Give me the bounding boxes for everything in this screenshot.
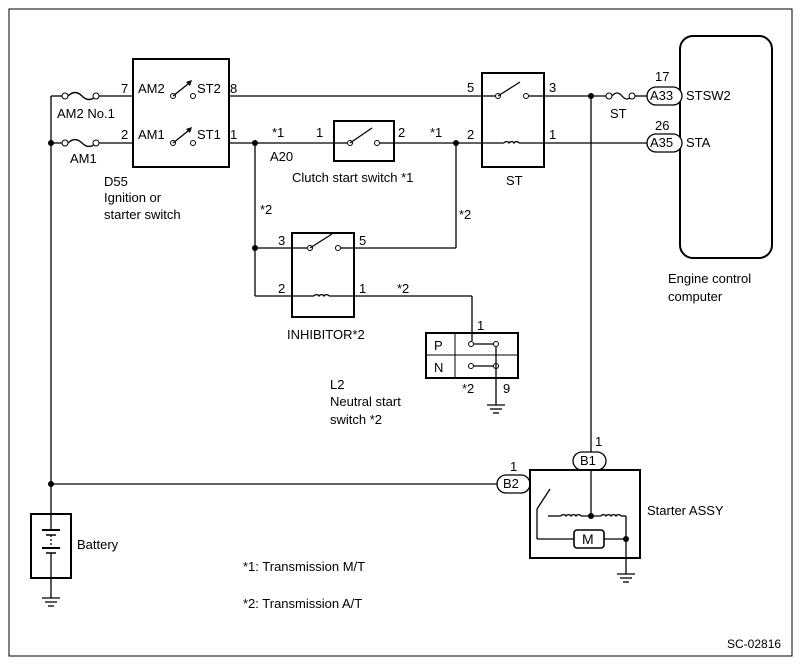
inhibitor-pin2: 2	[278, 281, 285, 296]
motor-symbol: M	[582, 531, 594, 547]
wires	[50, 95, 647, 514]
label-am1: AM1	[138, 127, 165, 142]
ecm-conn-a33: A33	[650, 88, 673, 103]
pin-st2: 8	[230, 81, 237, 96]
neutral-pin1: 1	[477, 318, 484, 333]
neutral-start-switch: 1 P N *2 9 L2 Neutral start switch *2	[330, 318, 519, 427]
pin-am1: 2	[121, 127, 128, 142]
st-relay-pin2: 2	[467, 127, 474, 142]
ignition-switch: 7 AM2 ST2 8 2 AM1 ST1 1 D55 Ignition or …	[104, 58, 237, 222]
fuse-st: ST	[605, 92, 636, 121]
ecm-name-1: Engine control	[668, 271, 751, 286]
engine-control-computer: 17 A33 STSW2 26 A35 STA Engine control c…	[646, 35, 773, 304]
inhibitor-pin3: 3	[278, 233, 285, 248]
clutch-note-right: *1	[430, 125, 442, 140]
inhibitor-pin1: 1	[359, 281, 366, 296]
neutral-code: L2	[330, 377, 344, 392]
neutral-name-2: switch *2	[330, 412, 382, 427]
label-st2: ST2	[197, 81, 221, 96]
starter-conn-b2: B2	[503, 476, 519, 491]
ecm-pin17: 17	[655, 69, 669, 84]
diagram-code: SC-02816	[727, 637, 781, 651]
starter-assy: 1 B1 1 B2 M Starter ASSY	[496, 434, 724, 583]
fuse-st-label: ST	[610, 106, 627, 121]
note-star2-c: *2	[397, 281, 409, 296]
ecm-sig-stsw2: STSW2	[686, 88, 731, 103]
ignition-switch-name-2: starter switch	[104, 207, 181, 222]
starter-conn-b1: B1	[580, 453, 596, 468]
st-relay-name: ST	[506, 173, 523, 188]
junction-dots	[48, 93, 594, 487]
inhibitor-switch: 3 5 2 1 INHIBITOR*2	[278, 232, 366, 342]
legend-note-1: *1: Transmission M/T	[243, 559, 365, 574]
diagram-frame	[8, 8, 793, 657]
inhibitor-pin5: 5	[359, 233, 366, 248]
inhibitor-name: INHIBITOR*2	[287, 327, 365, 342]
neutral-note: *2	[462, 381, 474, 396]
fuse-am2-label: AM2 No.1	[57, 106, 115, 121]
neutral-pin9: 9	[503, 381, 510, 396]
starter-pin-b1: 1	[595, 434, 602, 449]
label-st1: ST1	[197, 127, 221, 142]
fuse-am2: AM2 No.1	[57, 91, 115, 121]
fuse-am1-label: AM1	[70, 151, 97, 166]
pin-am2: 7	[121, 81, 128, 96]
starter-pin-b2: 1	[510, 459, 517, 474]
starter-name: Starter ASSY	[647, 503, 724, 518]
st-relay: 5 3 2 1 ST	[467, 72, 556, 188]
st-relay-pin5: 5	[467, 80, 474, 95]
clutch-note-left: *1	[272, 125, 284, 140]
pin-st1: 1	[230, 127, 237, 142]
legend-note-2: *2: Transmission A/T	[243, 596, 362, 611]
st-relay-pin1: 1	[549, 127, 556, 142]
neutral-name-1: Neutral start	[330, 394, 401, 409]
clutch-pin-right: 2	[398, 125, 405, 140]
ecm-name-2: computer	[668, 289, 723, 304]
clutch-switch-name: Clutch start switch *1	[292, 170, 413, 185]
label-am2: AM2	[138, 81, 165, 96]
clutch-connector: A20	[270, 149, 293, 164]
clutch-pin-left: 1	[316, 125, 323, 140]
ecm-conn-a35: A35	[650, 135, 673, 150]
ignition-switch-code: D55	[104, 174, 128, 189]
note-star2-b: *2	[459, 207, 471, 222]
note-star2-a: *2	[260, 202, 272, 217]
clutch-start-switch: *1 A20 1 2 *1 Clutch start switch *1	[270, 120, 442, 185]
battery: Battery	[30, 513, 119, 607]
ecm-sig-sta: STA	[686, 135, 711, 150]
neutral-row-n: N	[434, 360, 443, 375]
ignition-switch-name-1: Ignition or	[104, 190, 162, 205]
st-relay-pin3: 3	[549, 80, 556, 95]
fuse-am1: AM1	[61, 138, 100, 166]
neutral-row-p: P	[434, 338, 443, 353]
battery-label: Battery	[77, 537, 119, 552]
ecm-pin26: 26	[655, 118, 669, 133]
